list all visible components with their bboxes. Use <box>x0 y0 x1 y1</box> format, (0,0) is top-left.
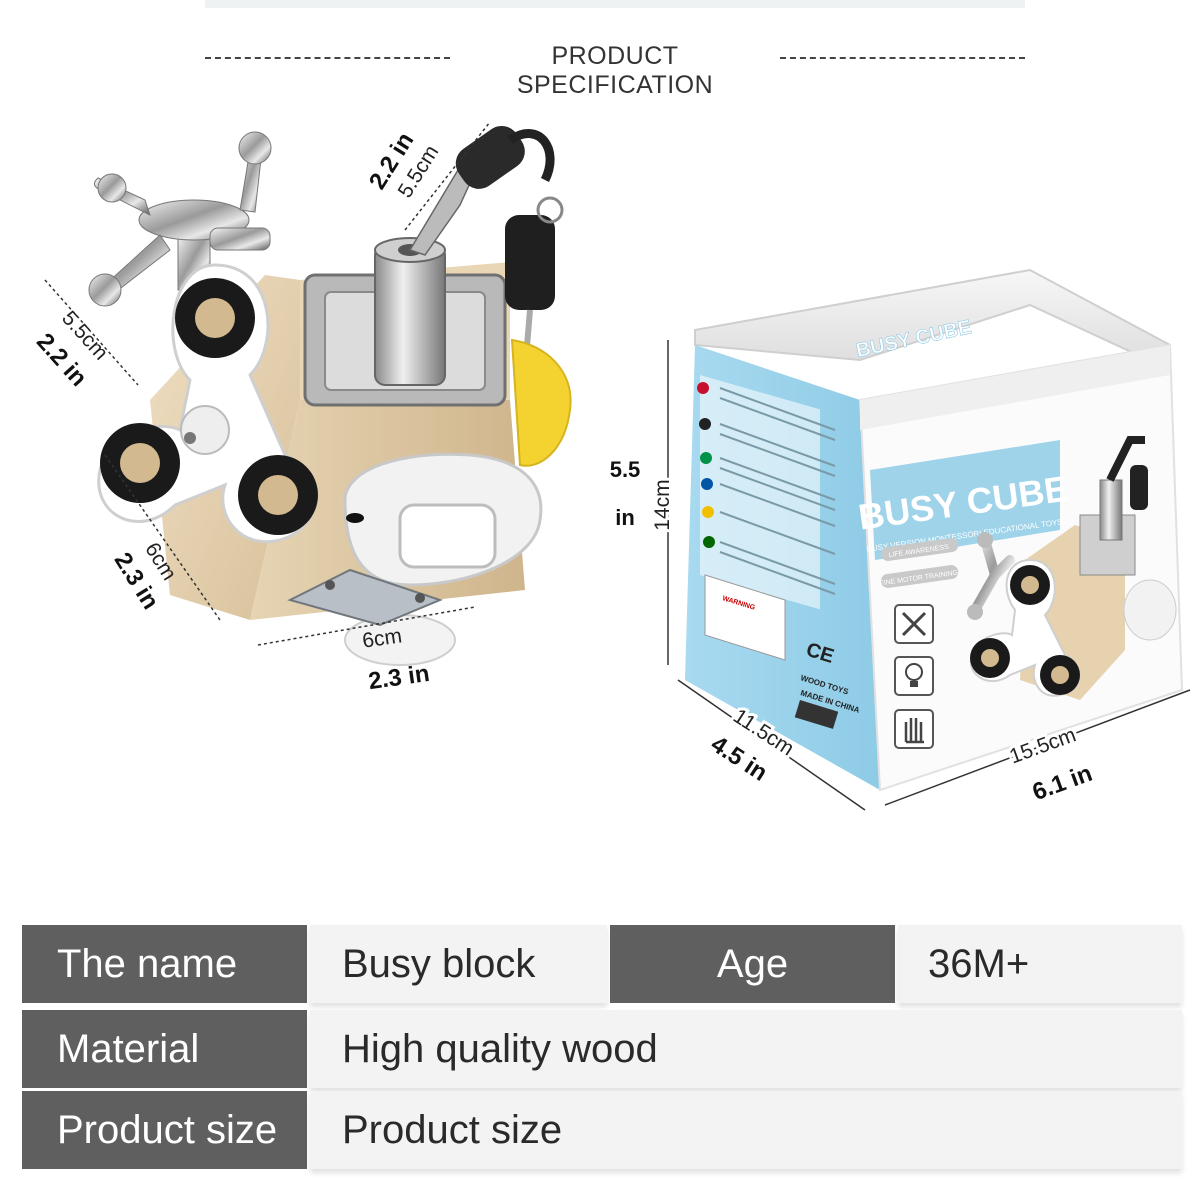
heading-text: PRODUCT SPECIFICATION <box>516 42 714 99</box>
spec-label-age: Age <box>610 925 895 1003</box>
busy-cube-illustration: 2.2 in 5.5cm 5.5cm 2.2 in 6cm 2.3 in 6cm… <box>31 121 572 695</box>
barcode <box>794 700 839 729</box>
spec-label-name: The name <box>22 925 307 1003</box>
box-cube-photo <box>967 436 1177 700</box>
box-title-banner <box>870 440 1060 560</box>
box-height-in-top: 5.5 <box>610 457 641 482</box>
yellow-spring <box>510 338 572 467</box>
spec-row-name: The name Busy block Age 36M+ <box>22 925 1182 1003</box>
cube-width-in: 2.3 in <box>367 660 432 695</box>
box-lid <box>694 268 1171 372</box>
cube-width-cm: 6cm <box>361 624 404 652</box>
box-pill-2 <box>880 565 959 588</box>
fidget-spinner-icon <box>97 263 318 544</box>
packaging-box-illustration: BUSY CUBE WARNING CE WOOD TOYS MADE IN C… <box>610 268 1191 811</box>
top-strip <box>205 0 1025 8</box>
box-height-in-bottom: in <box>615 505 635 530</box>
dim-line-top <box>404 121 491 231</box>
spec-row-size: Product size Product size <box>22 1091 1182 1169</box>
hinge-icon <box>287 568 456 666</box>
lock-cylinder <box>374 244 446 386</box>
hand-icon <box>894 709 934 749</box>
light-switch-icon <box>343 452 543 587</box>
box-pill-1 <box>880 538 959 561</box>
spec-value-size: Product size <box>310 1091 1182 1169</box>
bulb-icon <box>894 656 934 696</box>
spec-row-material: Material High quality wood <box>22 1010 1182 1088</box>
box-height-cm: 14cm <box>651 479 674 530</box>
language-flags <box>697 382 715 548</box>
faucet-icon <box>88 131 272 307</box>
section-heading: PRODUCT SPECIFICATION <box>0 40 1200 99</box>
box-width-in: 6.1 in <box>1029 760 1096 806</box>
spec-value-name: Busy block <box>310 925 607 1003</box>
dim-line-left <box>44 279 139 386</box>
dim-line-box-depth <box>677 679 866 811</box>
warning-panel <box>704 574 786 661</box>
spec-value-age: 36M+ <box>898 925 1182 1003</box>
product-figure: 2.2 in 5.5cm 5.5cm 2.2 in 6cm 2.3 in 6cm… <box>31 121 1191 811</box>
key-icon <box>408 125 564 371</box>
spec-label-material: Material <box>22 1010 307 1088</box>
heading-rule-left <box>205 57 450 59</box>
dim-line-box-width <box>884 689 1191 806</box>
spec-label-size: Product size <box>22 1091 307 1169</box>
dim-line-width <box>257 606 476 646</box>
spec-value-material: High quality wood <box>310 1010 1182 1088</box>
heading-rule-right <box>780 57 1025 59</box>
